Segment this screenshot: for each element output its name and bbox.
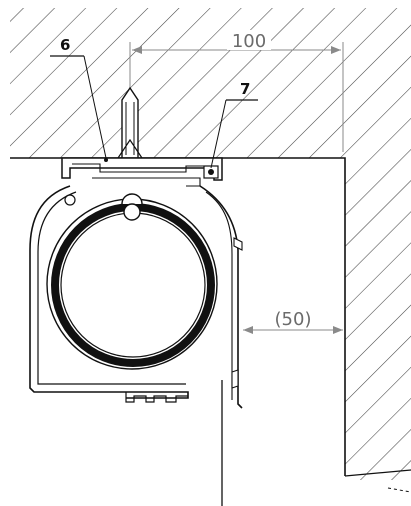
dimension-50-label: (50)	[275, 309, 312, 330]
dimension-top: 100	[129, 30, 344, 152]
roller-tube	[46, 193, 218, 370]
dimension-100-label: 100	[232, 31, 266, 52]
dimension-side: (50)	[243, 308, 343, 334]
callout-6: 6	[50, 36, 107, 159]
callout-7: 7	[210, 80, 258, 169]
callout-7-label: 7	[240, 80, 250, 98]
callout-6-label: 6	[60, 36, 70, 54]
mounting-rail	[61, 157, 223, 187]
cassette-housing	[29, 185, 243, 409]
